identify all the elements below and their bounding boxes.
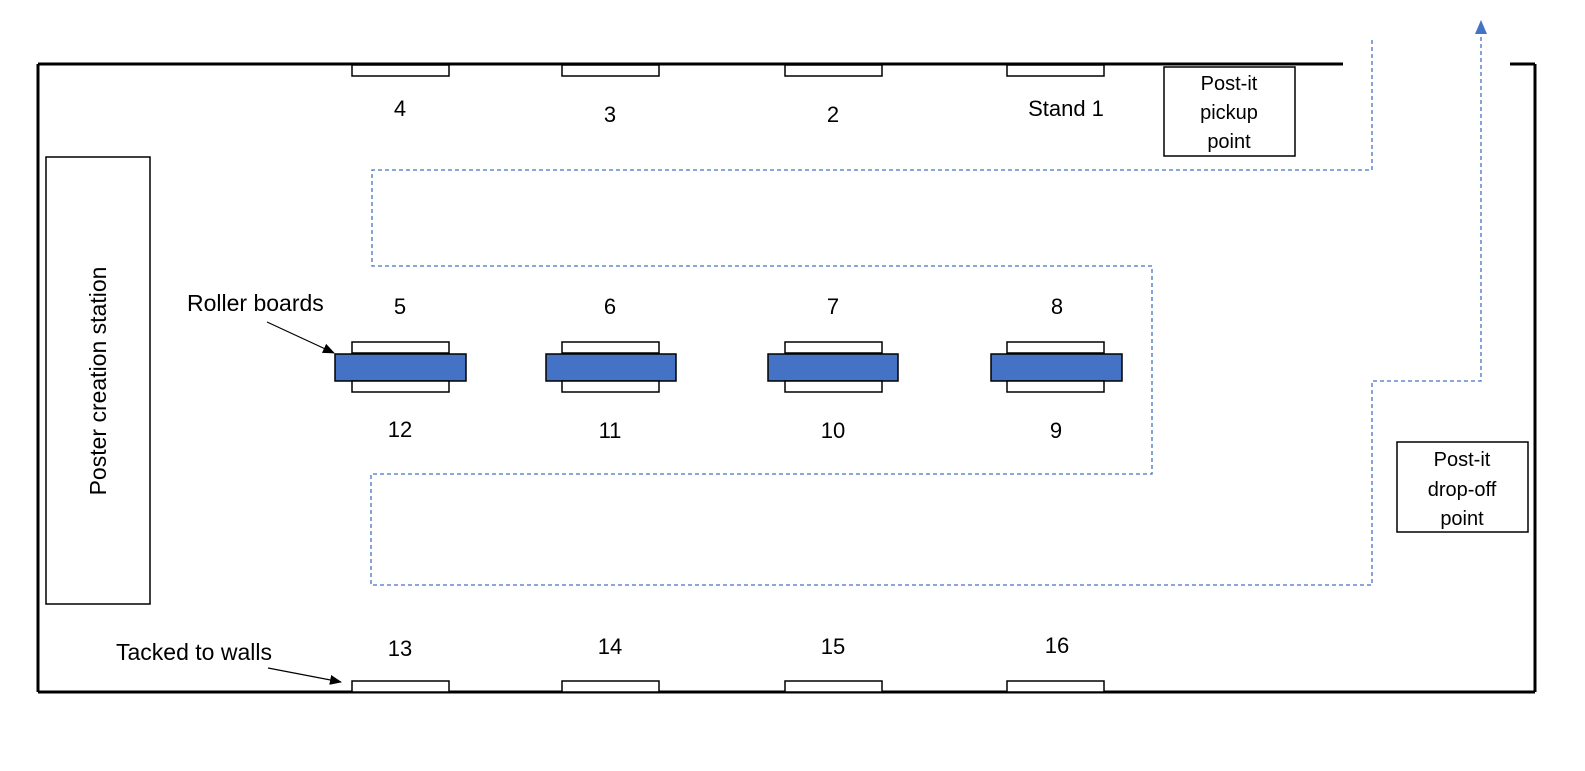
tacked-to-walls-arrow <box>267 667 342 685</box>
stand-2-board <box>784 64 883 77</box>
roller-boards <box>334 341 1123 393</box>
pickup-label-line-3: point <box>1207 131 1251 153</box>
stand-3-board <box>561 64 660 77</box>
stand-6-board <box>561 341 660 354</box>
poster-station-label: Poster creation station <box>85 267 111 496</box>
stand-13-board <box>351 680 450 693</box>
stand-11-board <box>561 380 660 393</box>
stand-label-1: Stand 1 <box>1028 96 1104 121</box>
stand-16-board <box>1006 680 1105 693</box>
exit-arrow-icon <box>1475 20 1487 34</box>
stand-label-11: 11 <box>599 418 622 443</box>
poster-station-box <box>45 156 151 605</box>
stand-label-4: 4 <box>394 96 406 121</box>
stand-5-board <box>351 341 450 354</box>
pickup-point-box <box>1163 66 1296 157</box>
roller-board-4 <box>990 353 1123 382</box>
tacked-to-walls-label: Tacked to walls <box>116 639 272 665</box>
roller-board-2 <box>545 353 677 382</box>
roller-board-1 <box>334 353 467 382</box>
top-wall-stands <box>351 64 1105 77</box>
stand-label-5: 5 <box>394 294 406 319</box>
dropoff-label-line-2: drop-off <box>1428 479 1497 501</box>
stand-8-board <box>1006 341 1105 354</box>
stand-label-12: 12 <box>388 417 412 442</box>
roller-boards-arrow <box>266 321 335 354</box>
stand-label-13: 13 <box>388 636 412 661</box>
stand-label-6: 6 <box>604 294 616 319</box>
stand-4-board <box>351 64 450 77</box>
dropoff-label-line-3: point <box>1440 508 1484 530</box>
stand-label-8: 8 <box>1051 294 1063 319</box>
stand-7-board <box>784 341 883 354</box>
stand-10-board <box>784 380 883 393</box>
walking-path <box>370 32 1482 586</box>
stand-label-10: 10 <box>821 418 845 443</box>
stand-1-board <box>1006 64 1105 77</box>
stand-14-board <box>561 680 660 693</box>
stand-label-9: 9 <box>1050 418 1062 443</box>
stand-label-14: 14 <box>598 634 622 659</box>
roller-board-3 <box>767 353 899 382</box>
pickup-label-line-1: Post-it <box>1201 73 1258 95</box>
stand-label-3: 3 <box>604 102 616 127</box>
stand-9-board <box>1006 380 1105 393</box>
stand-label-16: 16 <box>1045 633 1069 658</box>
dropoff-label-line-1: Post-it <box>1434 449 1491 471</box>
pickup-label-line-2: pickup <box>1200 102 1258 124</box>
stand-label-2: 2 <box>827 102 839 127</box>
stand-12-board <box>351 380 450 393</box>
roller-boards-label: Roller boards <box>187 290 324 316</box>
stand-label-15: 15 <box>821 634 845 659</box>
stand-label-7: 7 <box>827 294 839 319</box>
stand-15-board <box>784 680 883 693</box>
bottom-wall-stands <box>351 680 1105 693</box>
dropoff-point-box <box>1396 441 1529 533</box>
